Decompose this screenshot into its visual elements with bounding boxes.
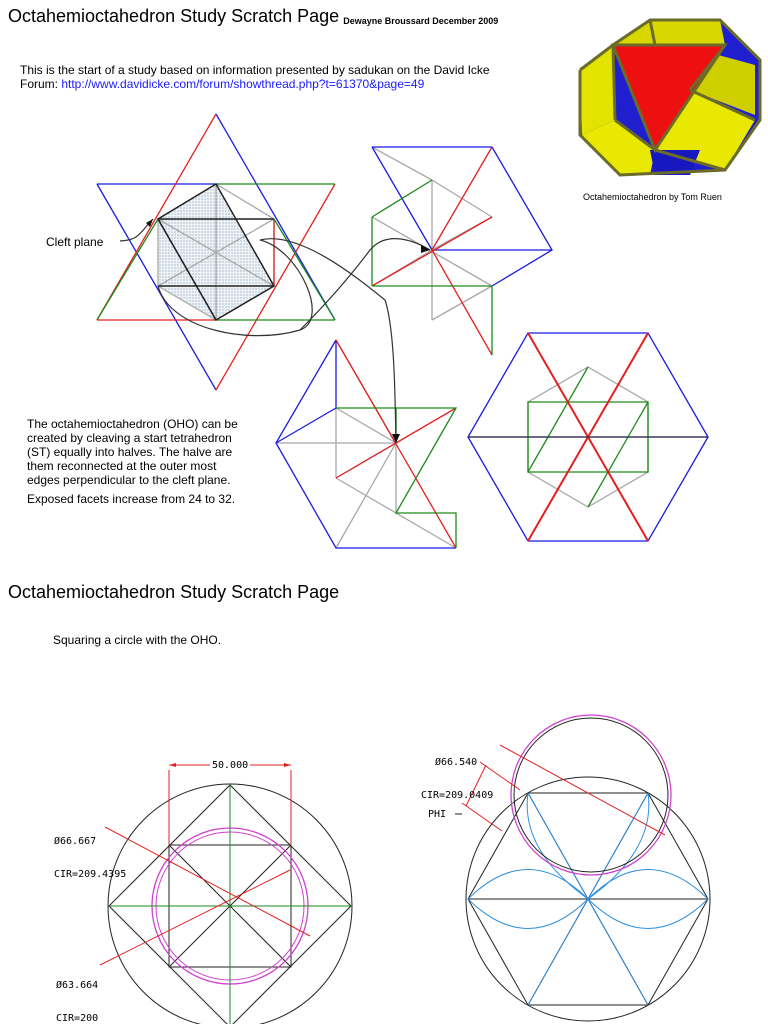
cleft-plane-label: Cleft plane: [46, 235, 104, 249]
forum-link[interactable]: http://www.davidicke.com/forum/showthrea…: [61, 77, 425, 91]
page2-subtitle: Squaring a circle with the OHO.: [53, 633, 222, 647]
left-inner-cir: CIR=200: [56, 1013, 99, 1024]
intro-text: This is the start of a study based on in…: [20, 63, 490, 77]
left-outer-cir: CIR=209.4395: [54, 869, 127, 880]
intro-paragraph: This is the start of a study based on in…: [20, 63, 540, 91]
dimension-width: 50.000: [212, 760, 249, 771]
left-outer-dimension: Ø66.667 CIR=209.4395: [54, 814, 126, 891]
right-phi-drawing: [455, 714, 711, 1022]
oho-projection-drawing: [467, 332, 709, 542]
facets-note: Exposed facets increase from 24 to 32.: [27, 492, 236, 506]
byline: Dewayne Broussard December 2009: [343, 16, 499, 26]
left-inner-dia: Ø63.664: [56, 980, 99, 991]
star-tetrahedron-drawing: [96, 113, 336, 391]
body-line: The octahemioctahedron (OHO) can be: [27, 417, 238, 431]
body-line: edges perpendicular to the cleft plane.: [27, 473, 231, 487]
octahemioctahedron-photo: [578, 18, 762, 177]
photo-caption: Octahemioctahedron by Tom Ruen: [583, 192, 722, 202]
left-circle-square-drawing: [99, 763, 353, 1024]
forum-prefix: Forum:: [20, 77, 62, 91]
body-line: created by cleaving a start tetrahedron: [27, 431, 232, 445]
body-line: them reconnected at the outer most: [27, 459, 217, 473]
forum-line: Forum: http://www.davidicke.com/forum/sh…: [20, 77, 540, 91]
half-assembly-top: [371, 146, 553, 356]
right-dia: Ø66.540: [435, 757, 478, 768]
left-inner-dimension: Ø63.664 CIR=200: [56, 958, 98, 1035]
arrow-heads: [146, 219, 430, 443]
half-assembly-bottom: [275, 339, 458, 549]
page-title-text: Octahemioctahedron Study Scratch Page: [8, 6, 340, 26]
phi-label: PHI: [428, 809, 447, 820]
page2-title: Octahemioctahedron Study Scratch Page: [8, 582, 340, 602]
oho-explanation: The octahemioctahedron (OHO) can be crea…: [27, 417, 277, 506]
left-outer-dia: Ø66.667: [54, 836, 97, 847]
right-cir: CIR=209.0409: [421, 790, 494, 801]
body-line: (ST) equally into halves. The halve are: [27, 445, 233, 459]
right-dimension: Ø66.540 CIR=209.0409: [421, 735, 493, 812]
